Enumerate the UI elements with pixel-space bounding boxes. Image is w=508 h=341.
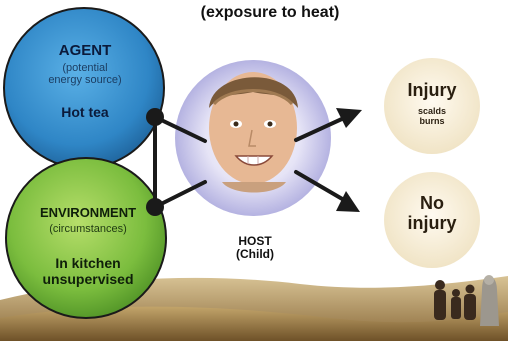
no-injury-line2: injury — [392, 213, 472, 233]
injury-sub-line2: burns — [392, 116, 472, 126]
environment-value: In kitchen unsupervised — [18, 255, 158, 287]
injury-sub-line1: scalds — [392, 106, 472, 116]
environment-title: ENVIRONMENT — [18, 205, 158, 220]
agent-circle — [4, 8, 164, 168]
diagram-heading: (exposure to heat) — [170, 4, 370, 22]
environment-value-line2: unsupervised — [18, 271, 158, 287]
arrow-head-no-injury — [336, 191, 360, 212]
agent-title: AGENT — [20, 42, 150, 59]
injury-title: Injury — [392, 80, 472, 101]
no-injury-title: No injury — [392, 193, 472, 233]
agent-subtitle-line1: (potential — [20, 62, 150, 74]
agent-subtitle-line2: energy source) — [20, 74, 150, 86]
agent-value: Hot tea — [20, 104, 150, 120]
host-label: HOST (Child) — [215, 235, 295, 261]
environment-subtitle: (circumstances) — [18, 223, 158, 235]
host-label-line2: (Child) — [215, 248, 295, 261]
injury-subtitle: scalds burns — [392, 106, 472, 126]
environment-value-line1: In kitchen — [18, 255, 158, 271]
no-injury-line1: No — [392, 193, 472, 213]
agent-subtitle: (potential energy source) — [20, 62, 150, 86]
environment-circle — [6, 158, 166, 318]
